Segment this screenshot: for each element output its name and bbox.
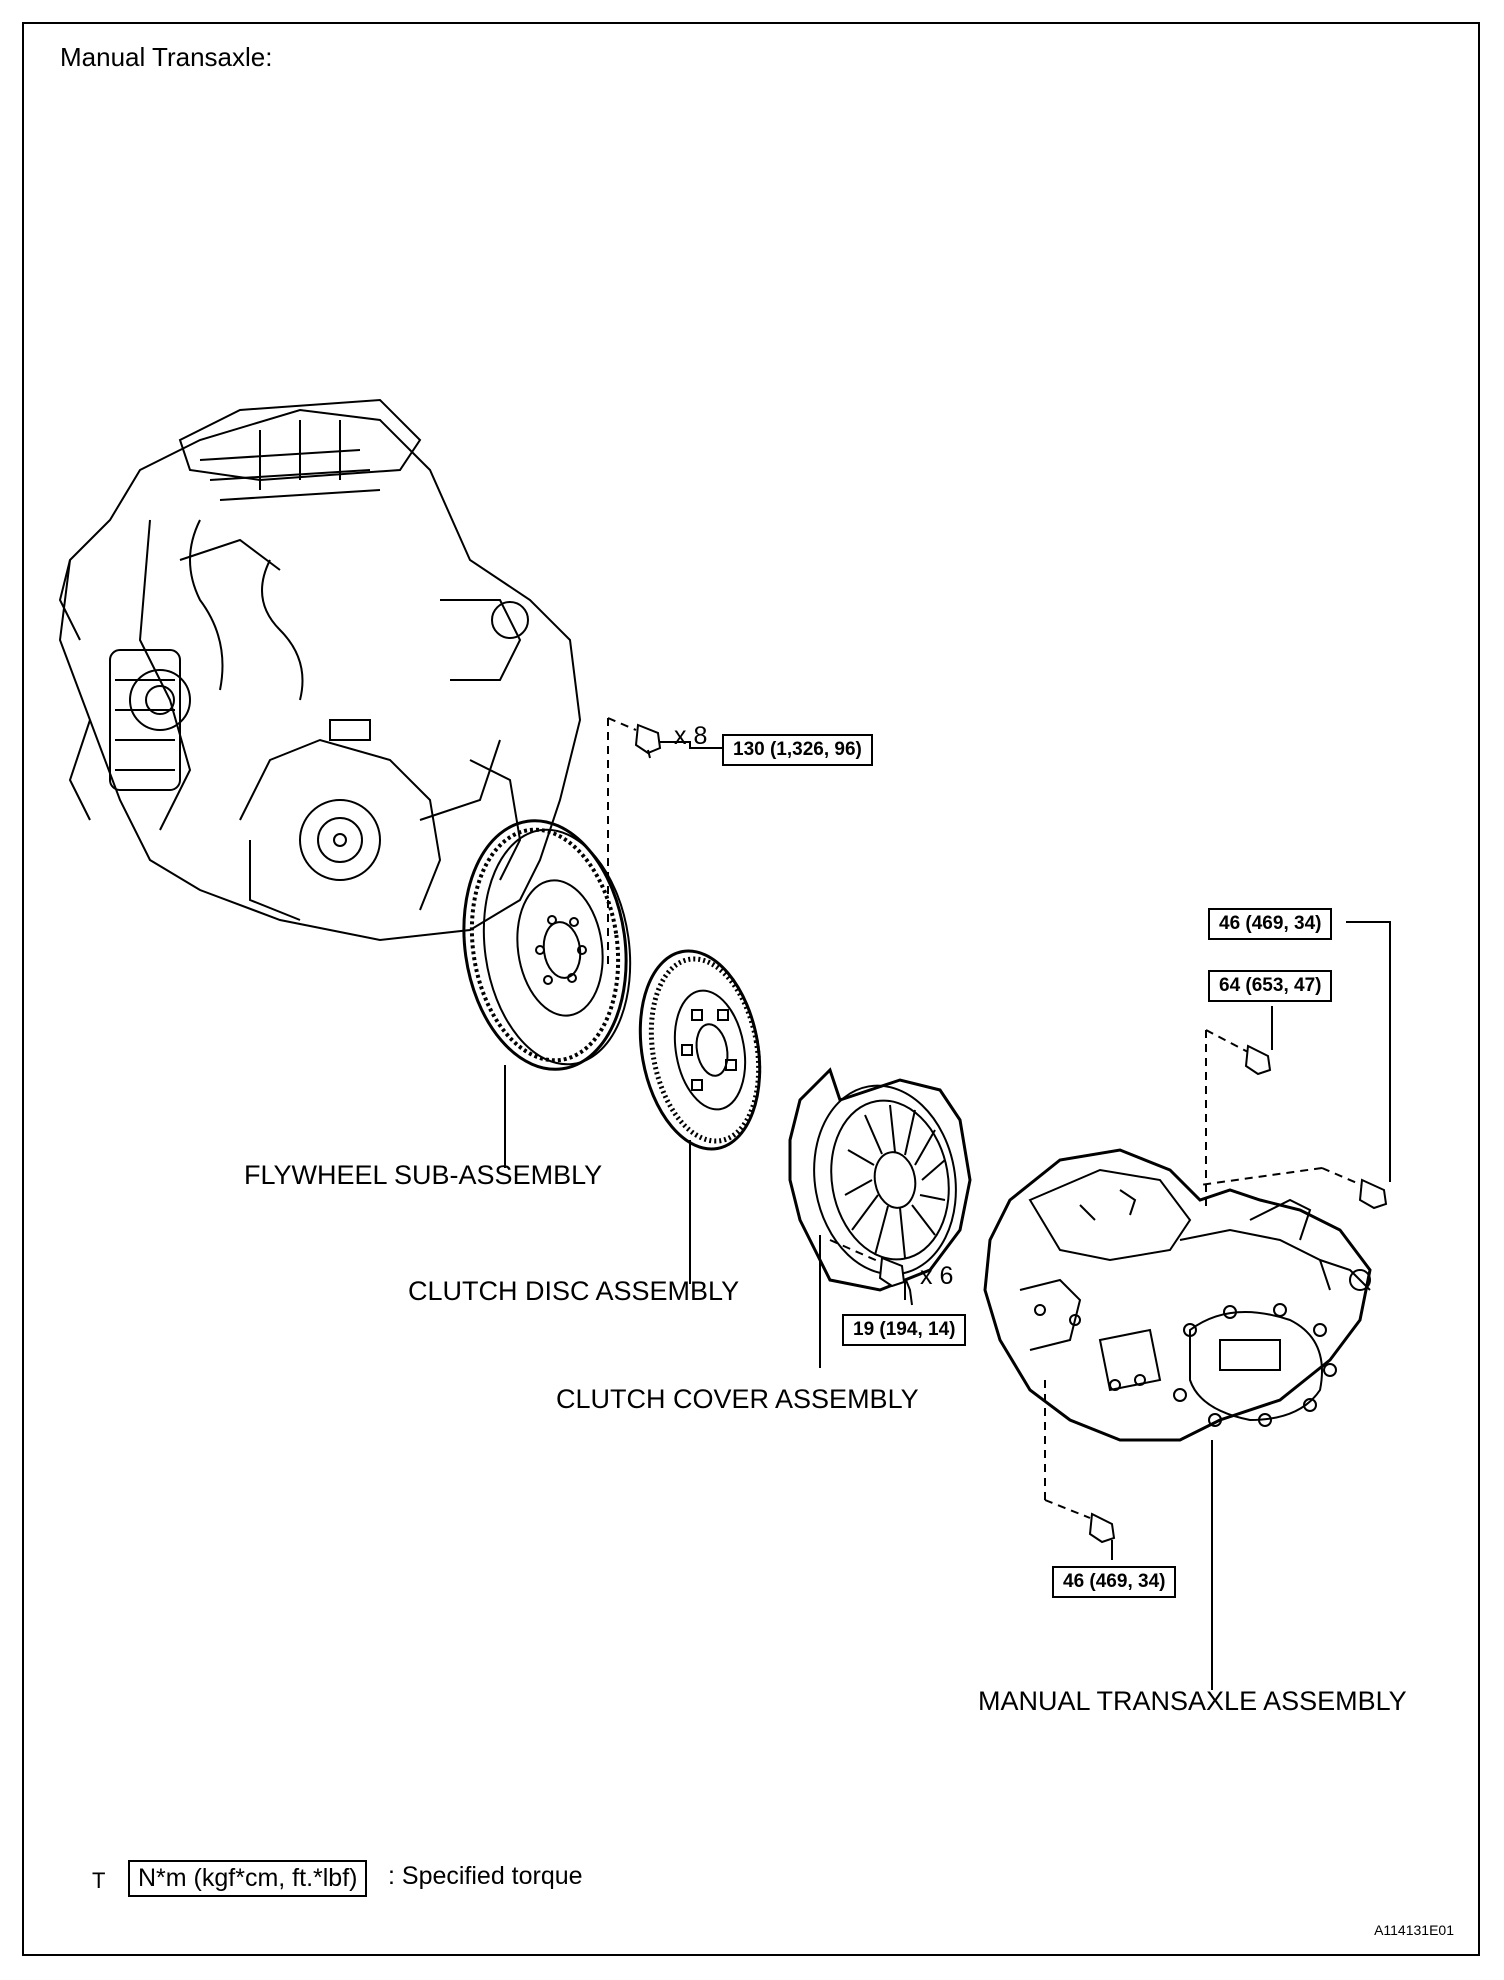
transaxle-right-bolt-callout [1199, 921, 1391, 1210]
clutch-cover-bolt-callout [829, 1239, 913, 1306]
transaxle-illustration [983, 1148, 1372, 1442]
torque-flywheel-bolt: 130 (1,326, 96) [722, 734, 873, 766]
page-title: Manual Transaxle: [60, 42, 273, 72]
torque-transaxle-upper-right: 46 (469, 34) [1208, 908, 1333, 940]
clutch-disc-illustration [638, 949, 762, 1151]
flywheel-bolt-callout [607, 717, 726, 970]
label-clutch-disc: CLUTCH DISC ASSEMBLY [408, 1276, 740, 1306]
flywheel-illustration [462, 819, 632, 1071]
label-clutch-cover: CLUTCH COVER ASSEMBLY [556, 1384, 919, 1414]
torque-clutch-cover-bolt: 19 (194, 14) [842, 1314, 967, 1346]
transaxle-lower-bolt-callout [1044, 1380, 1116, 1560]
legend-unit: N*m (kgf*cm, ft.*lbf) [138, 1864, 358, 1892]
figure-id: A114131E01 [1374, 1922, 1454, 1938]
legend-symbol: T [92, 1868, 106, 1893]
label-transaxle: MANUAL TRANSAXLE ASSEMBLY [978, 1686, 1407, 1716]
torque-transaxle-lower: 46 (469, 34) [1052, 1566, 1177, 1598]
label-flywheel: FLYWHEEL SUB-ASSEMBLY [244, 1160, 603, 1190]
transaxle-upper-bolt-callout [1205, 1006, 1273, 1210]
torque-transaxle-upper: 64 (653, 47) [1208, 970, 1333, 1002]
legend-description: : Specified torque [388, 1862, 583, 1890]
flywheel-bolt-quantity: x 8 [674, 722, 708, 750]
clutch-cover-bolt-quantity: x 6 [920, 1262, 954, 1290]
clutch-cover-illustration [788, 1067, 972, 1292]
engine-illustration [58, 398, 582, 942]
figure-frame [22, 22, 1480, 1956]
legend-unit-box: N*m (kgf*cm, ft.*lbf) [128, 1860, 368, 1897]
